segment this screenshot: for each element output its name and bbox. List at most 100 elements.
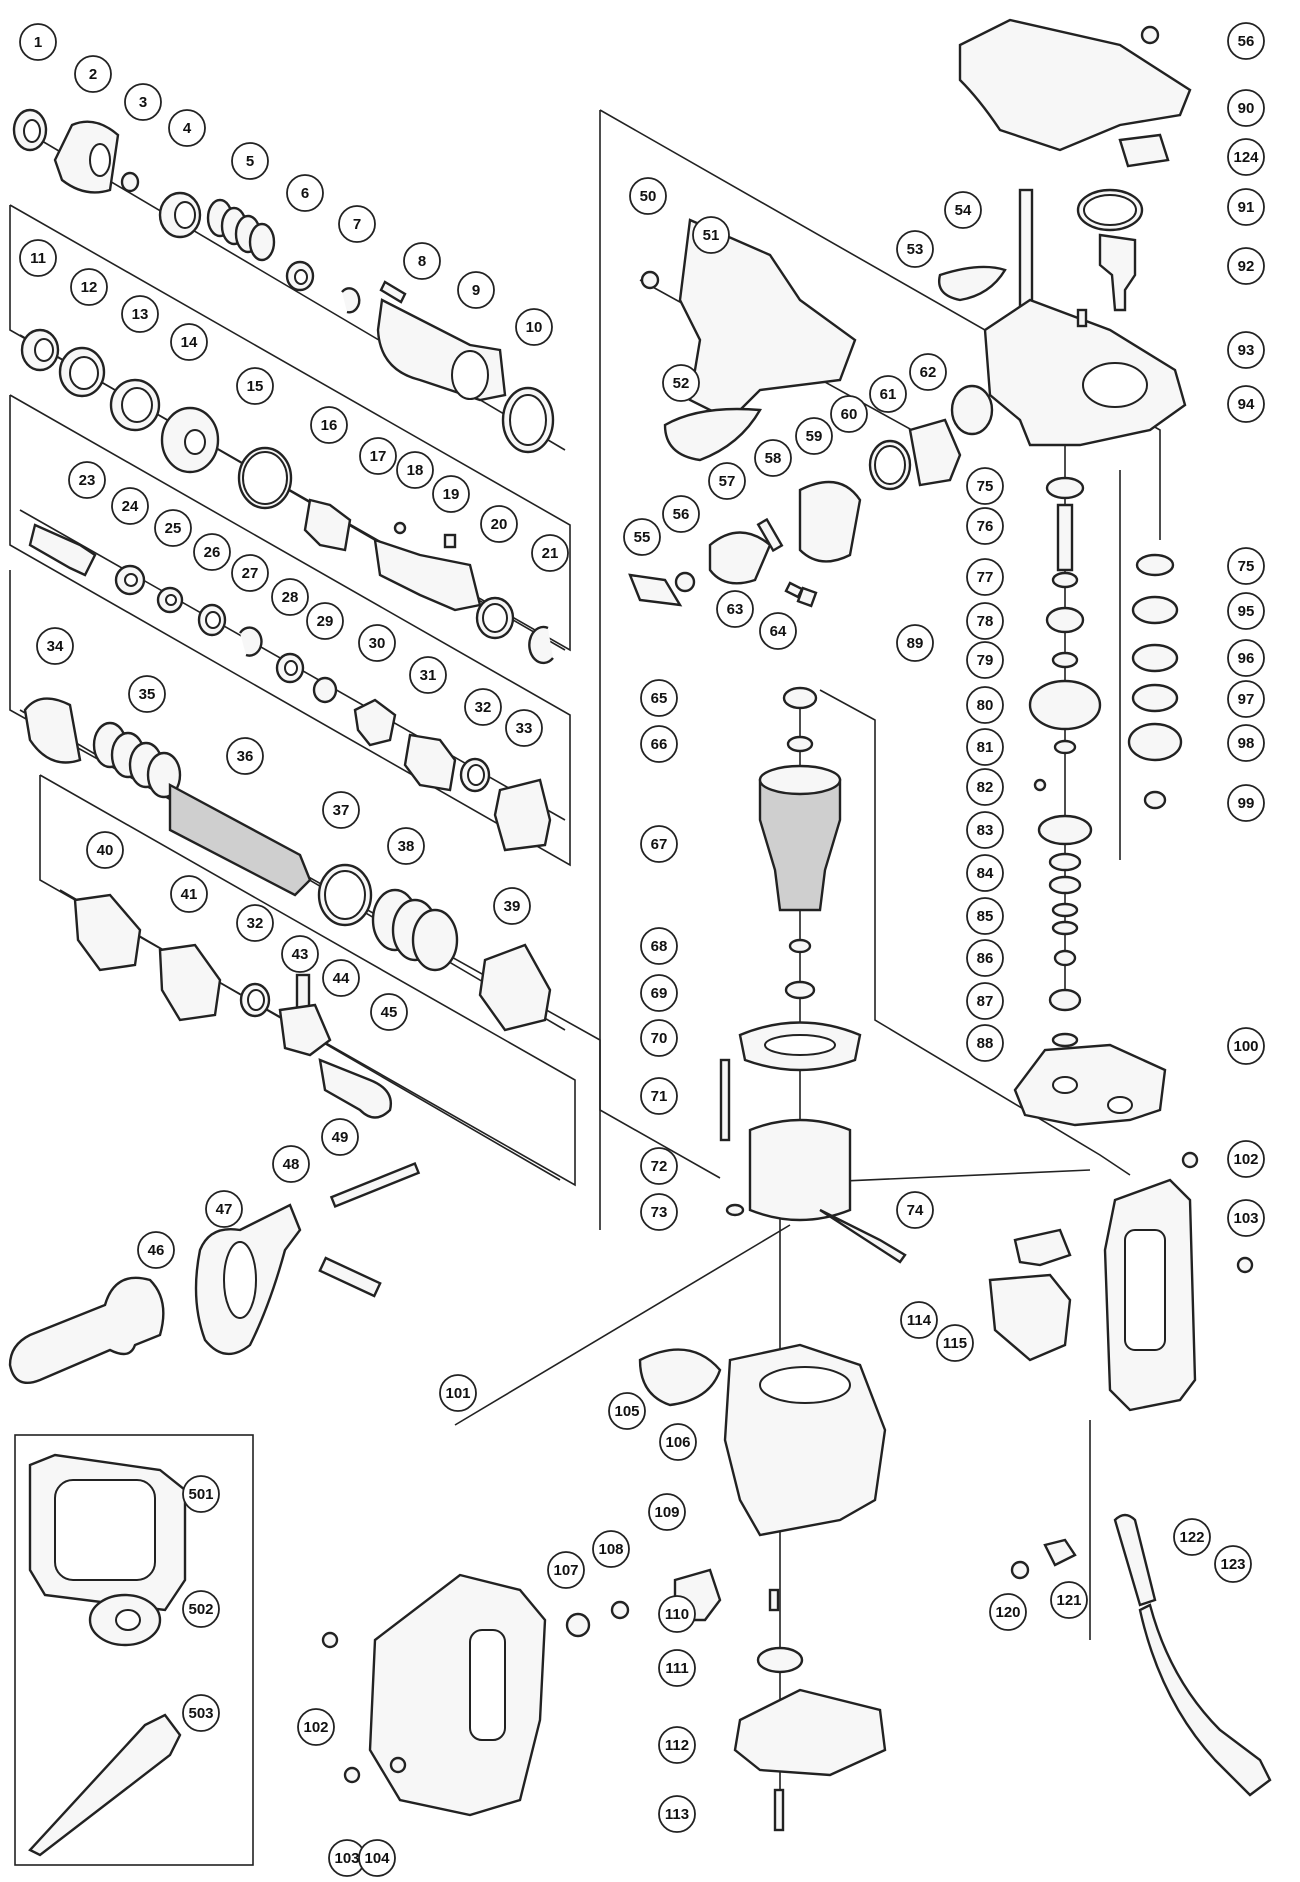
callout-503: 503: [182, 1694, 220, 1732]
callout-number: 102: [1233, 1151, 1258, 1168]
callout-number: 57: [719, 473, 736, 490]
callout-circle: [640, 1019, 678, 1057]
callout-number: 93: [1238, 342, 1255, 359]
callout-68: 68: [640, 927, 678, 965]
callout-circle: [226, 737, 264, 775]
callout-circle: [692, 216, 730, 254]
part-85b-washer: [1051, 920, 1079, 936]
callout-circle: [1214, 1545, 1252, 1583]
chuck-parts: [8, 108, 555, 1385]
callout-circle: [640, 1147, 678, 1185]
part-90-top-cover: [958, 18, 1192, 152]
callout-number: 87: [977, 993, 994, 1010]
callout-circle: [708, 462, 746, 500]
callout-84: 84: [966, 854, 1004, 892]
callout-number: 73: [651, 1204, 668, 1221]
callout-34: 34: [36, 627, 74, 665]
callout-circle: [1050, 1581, 1088, 1619]
callout-circle: [111, 487, 149, 525]
callout-501: 501: [182, 1475, 220, 1513]
callout-circle: [1227, 1140, 1265, 1178]
part-93-pin: [1076, 308, 1088, 328]
callout-circle: [716, 590, 754, 628]
part-56a-screw: [674, 571, 696, 593]
callout-90: 90: [1227, 89, 1265, 127]
callout-number: 113: [665, 1806, 689, 1823]
callout-38: 38: [387, 827, 425, 865]
part-46-side-handle: [8, 1276, 165, 1385]
callout-85: 85: [966, 897, 1004, 935]
callout-51: 51: [692, 216, 730, 254]
part-35-spring: [92, 721, 182, 799]
callout-number: 82: [977, 779, 994, 796]
part-87-bearing: [1048, 988, 1082, 1012]
part-33-bushing: [493, 778, 552, 852]
callout-75: 75: [1227, 547, 1265, 585]
callout-number: 121: [1056, 1592, 1081, 1609]
callout-89: 89: [896, 624, 934, 662]
part-44-piston-pin-holder: [278, 1003, 332, 1057]
housing-parts: [321, 1343, 887, 1832]
callout-4: 4: [168, 109, 206, 147]
callout-circle: [396, 451, 434, 489]
part-19-pin: [443, 533, 457, 549]
part-78-bearing: [1045, 606, 1085, 634]
callout-circle: [966, 811, 1004, 849]
callout-number: 31: [420, 667, 437, 684]
callout-3: 3: [124, 83, 162, 121]
callout-number: 44: [333, 970, 350, 987]
part-29-ring: [312, 676, 338, 704]
callout-circle: [629, 177, 667, 215]
callout-65: 65: [640, 679, 678, 717]
callout-33: 33: [505, 709, 543, 747]
callout-44: 44: [322, 959, 360, 997]
callout-98: 98: [1227, 724, 1265, 762]
callout-93: 93: [1227, 331, 1265, 369]
callout-121: 121: [1050, 1581, 1088, 1619]
callout-12: 12: [70, 268, 108, 306]
callout-circle: [306, 602, 344, 640]
callout-9: 9: [457, 271, 495, 309]
callout-number: 83: [977, 822, 994, 839]
callout-62: 62: [909, 353, 947, 391]
callout-7: 7: [338, 205, 376, 243]
callout-number: 4: [183, 120, 192, 137]
callout-72: 72: [640, 1147, 678, 1185]
callout-number: 54: [955, 202, 972, 219]
part-75b-bearing: [1135, 553, 1175, 577]
part-59-plate: [798, 480, 862, 563]
callout-circle: [640, 1077, 678, 1115]
callout-number: 109: [654, 1504, 679, 1521]
callout-circle: [170, 875, 208, 913]
callout-circle: [338, 205, 376, 243]
callout-circle: [662, 364, 700, 402]
callout-48: 48: [272, 1145, 310, 1183]
callout-number: 64: [770, 623, 787, 640]
callout-circle: [231, 554, 269, 592]
callout-circle: [1227, 592, 1265, 630]
callout-70: 70: [640, 1019, 678, 1057]
part-111-nut: [756, 1646, 804, 1674]
callout-105: 105: [608, 1392, 646, 1430]
part-120-screw: [1010, 1560, 1030, 1580]
callout-number: 23: [79, 472, 96, 489]
callout-circle: [909, 353, 947, 391]
callout-25: 25: [154, 509, 192, 547]
callout-circle: [1227, 547, 1265, 585]
callout-29: 29: [306, 602, 344, 640]
callout-circle: [1227, 247, 1265, 285]
callout-circle: [168, 109, 206, 147]
callout-circle: [754, 439, 792, 477]
part-83-plate: [1037, 814, 1093, 846]
callout-number: 108: [598, 1541, 623, 1558]
callout-60: 60: [830, 395, 868, 433]
callout-113: 113: [658, 1795, 696, 1833]
callout-number: 63: [727, 601, 744, 618]
callout-number: 69: [651, 985, 668, 1002]
callout-circle: [658, 1595, 696, 1633]
callout-55: 55: [623, 518, 661, 556]
part-123-cord: [1138, 1603, 1272, 1797]
callout-circle: [966, 854, 1004, 892]
part-98-gear: [1127, 722, 1183, 762]
callout-number: 74: [907, 1202, 924, 1219]
